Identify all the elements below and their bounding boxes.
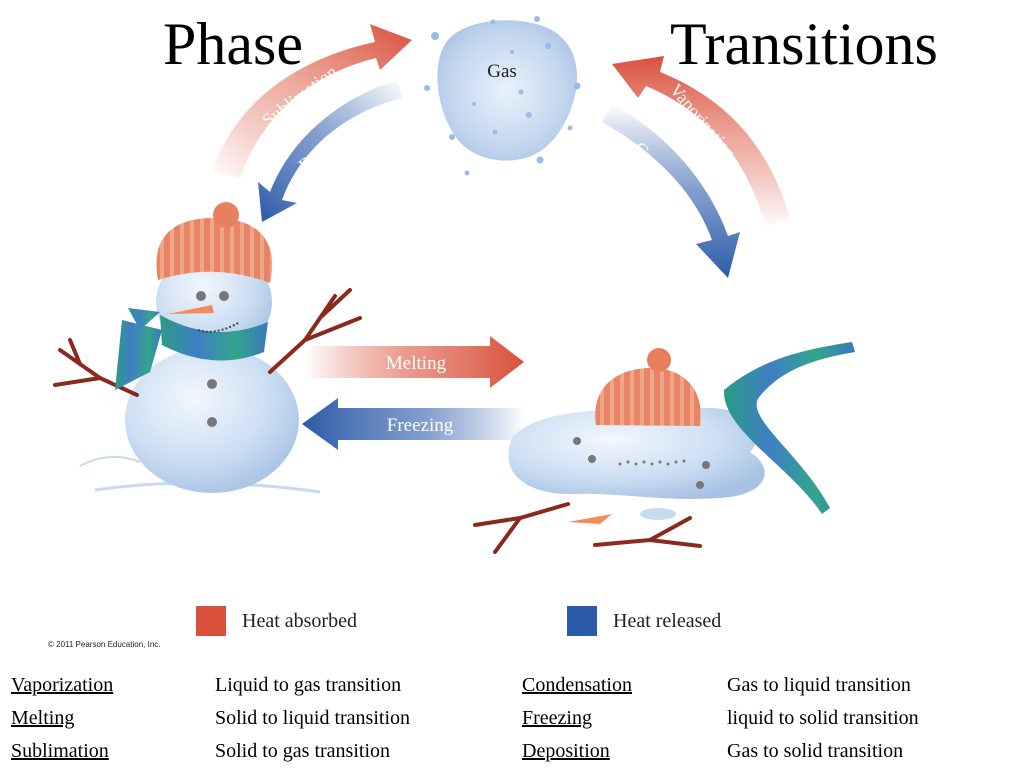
title-phase: Phase (163, 11, 303, 77)
title-transitions: Transitions (670, 11, 938, 77)
phase-diagram: Gas Sublimation Deposition Vaporization (53, 16, 855, 554)
heat-released-label: Heat released (613, 610, 722, 632)
definition-text: Liquid to gas transition (215, 674, 402, 696)
definition-text: Gas to solid transition (727, 740, 904, 762)
copyright-notice: © 2011 Pearson Education, Inc. (48, 640, 161, 649)
puddle-scarf (723, 342, 855, 514)
definition-text: Solid to liquid transition (215, 707, 411, 729)
heat-absorbed-label: Heat absorbed (242, 610, 357, 632)
heat-absorbed-swatch (196, 606, 226, 636)
freezing-arrow: Freezing (302, 398, 525, 450)
definition-text: liquid to solid transition (727, 707, 919, 729)
definition-text: Gas to liquid transition (727, 674, 911, 696)
gas-cloud: Gas (424, 16, 581, 176)
melted-snowman-puddle (473, 342, 855, 554)
melting-label: Melting (386, 353, 447, 374)
melting-arrow: Melting (305, 336, 524, 388)
term-sublimation: Sublimation (11, 740, 109, 762)
gas-label: Gas (487, 61, 517, 82)
term-deposition: Deposition (522, 740, 610, 762)
term-melting: Melting (11, 707, 75, 729)
definition-text: Solid to gas transition (215, 740, 390, 762)
snowman-arms (53, 288, 362, 397)
definition-row: Melting Solid to liquid transition Freez… (0, 707, 1024, 737)
definition-row: Sublimation Solid to gas transition Depo… (0, 740, 1024, 770)
snowman-hat (156, 218, 273, 283)
snowman-scarf (160, 315, 268, 361)
term-vaporization: Vaporization (11, 674, 114, 696)
freezing-label: Freezing (387, 415, 454, 436)
heat-released-swatch (567, 606, 597, 636)
definition-row: Vaporization Liquid to gas transition Co… (0, 674, 1024, 704)
gas-particles (424, 16, 581, 176)
puddle-hat (595, 368, 701, 426)
snowman (53, 202, 362, 494)
term-condensation: Condensation (522, 674, 632, 696)
term-freezing: Freezing (522, 707, 592, 729)
